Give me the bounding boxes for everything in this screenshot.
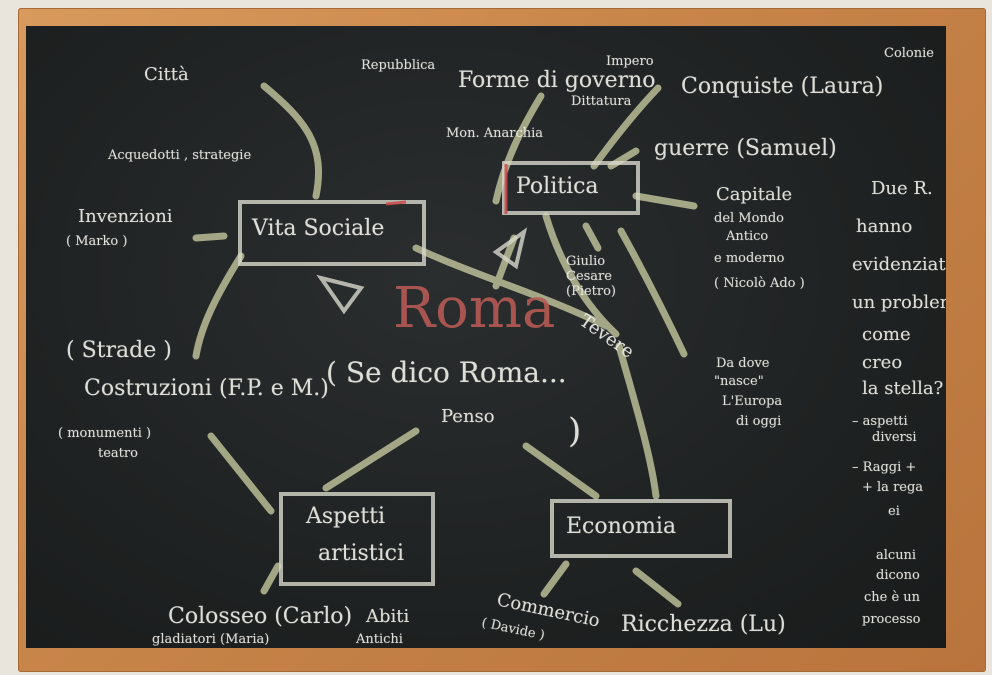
right-note-7: la stella?: [862, 378, 944, 399]
center-prompt-line2: Penso: [441, 406, 495, 427]
chalk-arrows: [192, 82, 732, 608]
label-capitale-3: Antico: [726, 229, 769, 244]
label-gladiatori: gladiatori (Maria): [152, 632, 270, 647]
label-colosseo: Colosseo (Carlo): [168, 604, 353, 629]
center-prompt-line1: ( Se dico Roma...: [326, 356, 567, 389]
label-europa-3: L'Europa: [722, 394, 783, 409]
box-politica: Politica: [516, 174, 599, 199]
label-capitale-4: e moderno: [714, 251, 785, 266]
label-forme-di-governo: Forme di governo: [458, 68, 656, 93]
label-costruzioni: Costruzioni (F.P. e M.): [84, 376, 329, 401]
label-colonie: Colonie: [884, 46, 934, 61]
box-aspetti-line2: artistici: [318, 541, 405, 566]
right-note-2: hanno: [856, 216, 913, 237]
label-capitale-5: ( Nicolò Ado ): [714, 276, 805, 291]
right-note-10: – Raggi +: [852, 460, 917, 475]
right-note-4: un problema: [852, 292, 946, 313]
right-note-16: processo: [862, 612, 921, 627]
label-conquiste: Conquiste (Laura): [681, 74, 884, 99]
right-note-9: diversi: [872, 430, 917, 445]
right-note-14: dicono: [876, 568, 920, 583]
label-impero: Impero: [606, 54, 654, 69]
right-note-5: come: [862, 324, 911, 345]
label-guerre: guerre (Samuel): [654, 136, 837, 161]
right-note-8: – aspetti: [852, 414, 908, 429]
box-vita-sociale: Vita Sociale: [252, 216, 385, 241]
chalkboard: Roma ( Se dico Roma... Penso ) Vita Soci…: [26, 26, 946, 648]
box-aspetti-line1: Aspetti: [306, 504, 385, 529]
label-invenzioni: Invenzioni: [78, 206, 173, 227]
right-note-15: che è un: [864, 590, 921, 605]
label-acquedotti: Acquedotti , strategie: [108, 148, 252, 163]
label-capitale-2: del Mondo: [714, 211, 784, 226]
center-prompt-close: ): [568, 411, 582, 451]
label-antichi: Antichi: [356, 632, 403, 647]
label-europa-1: Da dove: [716, 356, 770, 371]
right-note-11: + la rega: [862, 480, 924, 495]
label-capitale-1: Capitale: [716, 184, 793, 205]
label-ricchezza: Ricchezza (Lu): [621, 612, 786, 637]
label-invenzioni-note: ( Marko ): [66, 234, 128, 249]
center-title-roma: Roma: [393, 276, 556, 341]
label-europa-2: "nasce": [714, 374, 764, 389]
right-note-12: ei: [888, 504, 900, 519]
label-monarchia: Mon. Anarchia: [446, 126, 544, 141]
label-repubblica: Repubblica: [361, 58, 436, 73]
label-strade: ( Strade ): [66, 338, 172, 363]
right-note-6: creo: [862, 352, 903, 373]
box-economia: Economia: [566, 514, 677, 539]
right-note-13: alcuni: [876, 548, 917, 563]
label-abiti: Abiti: [366, 606, 410, 627]
label-dittatura: Dittatura: [571, 94, 632, 109]
label-europa-4: di oggi: [736, 414, 782, 429]
label-teatro: teatro: [98, 446, 138, 461]
right-note-3: evidenziato: [852, 254, 946, 275]
label-monumenti: ( monumenti ): [58, 426, 152, 441]
label-giulio-cesare: Giulio Cesare (Pietro): [566, 254, 617, 299]
label-citta: Città: [144, 64, 189, 85]
right-note-1: Due R.: [871, 178, 933, 199]
